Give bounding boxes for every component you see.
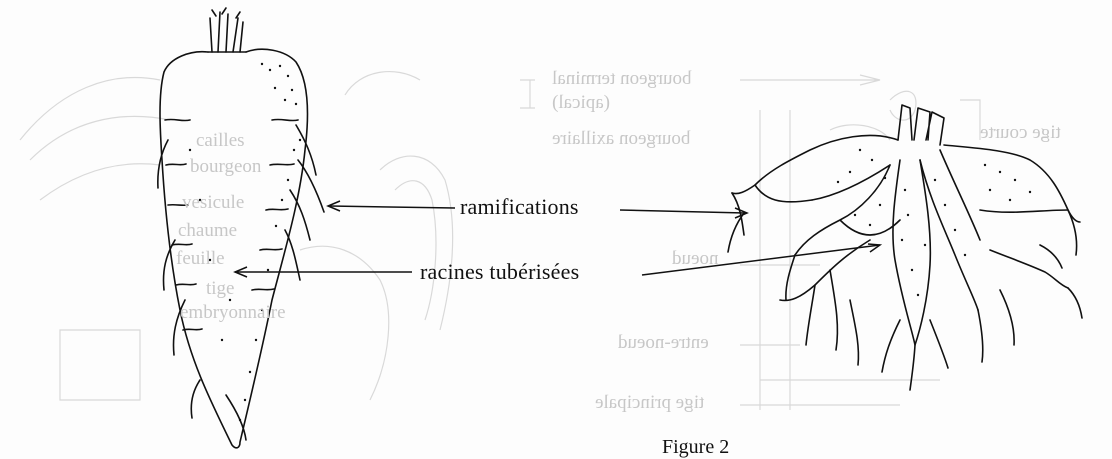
leaf-stalks — [210, 8, 243, 52]
tuberous-root-cluster-drawing — [728, 105, 1082, 390]
figure-caption: Figure 2 — [662, 436, 729, 459]
ghost-text-main-stem: tige principale — [595, 392, 704, 414]
ghost-text-axillary-bud: bourgeon axillaire — [552, 128, 690, 150]
tuber-speckles — [837, 149, 1031, 296]
label-tuberous-roots: racines tubérisées — [420, 259, 579, 285]
ghost-text-left-1: cailles — [196, 130, 245, 152]
ghost-text-left-3: vesicule — [182, 192, 244, 214]
root-speckles — [189, 63, 301, 421]
ghost-text-left-4: chaume — [178, 220, 237, 242]
stem-stubs — [898, 105, 944, 145]
ramifications-leader-right — [620, 210, 745, 213]
ghost-text-left-5: feuille — [176, 248, 225, 270]
ramifications-arrow-left — [330, 206, 455, 208]
ghost-text-right-top: tige courte — [980, 122, 1061, 144]
ghost-text-node: noeud — [672, 248, 718, 270]
ghost-text-apical: (apical) — [552, 92, 610, 114]
ghost-text-left-7: embryonnaire — [180, 302, 286, 324]
label-ramifications: ramifications — [460, 194, 579, 220]
ghost-text-left-2: bourgeon — [190, 156, 261, 178]
ghost-text-terminal-bud: bourgeon terminal — [552, 68, 691, 90]
ghost-text-left-6: tige — [206, 278, 235, 300]
show-through-drawings — [20, 72, 980, 410]
ghost-text-internode: entre-noeud — [618, 332, 709, 354]
